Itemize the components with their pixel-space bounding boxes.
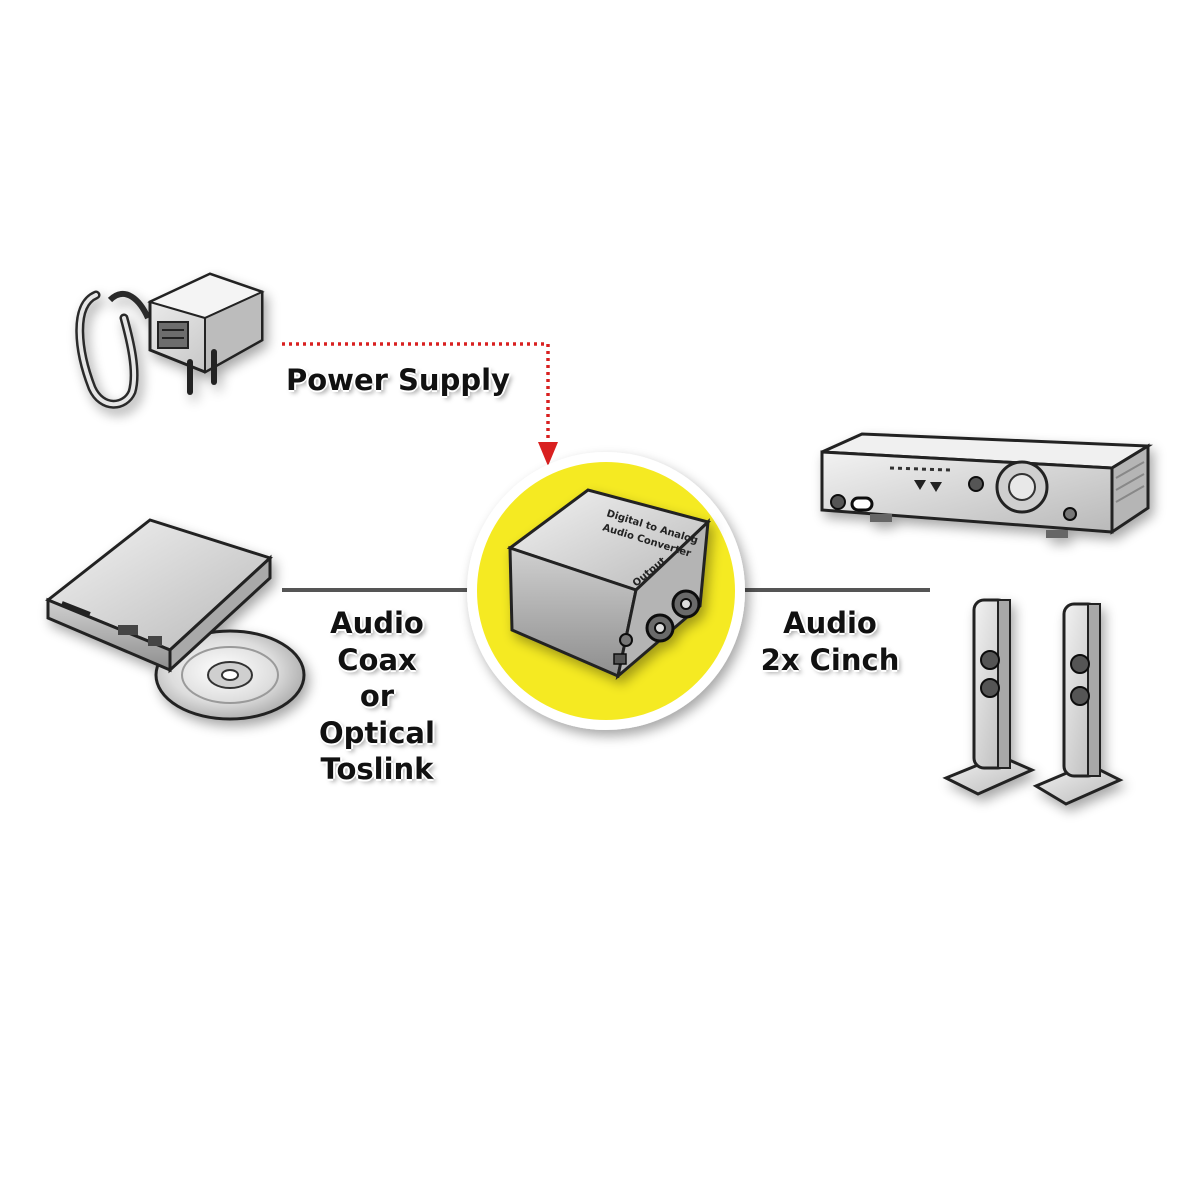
power-connection-line — [282, 342, 550, 448]
power-supply-label: Power Supply — [286, 363, 510, 397]
output-label-line: 2x Cinch — [760, 642, 900, 677]
rca-jack-left — [645, 613, 675, 643]
input-label-line: or — [359, 679, 395, 713]
input-label-line: Audio — [330, 606, 424, 640]
power-arrow-head — [538, 442, 558, 466]
dac-converter-icon: Digital to Analog Audio Converter Output — [506, 488, 711, 680]
input-label-line: Coax — [337, 642, 417, 677]
output-connection-label: Audio 2x Cinch — [740, 605, 920, 678]
input-label-line: Optical — [319, 715, 435, 750]
input-connection-label: Audio Coax or Optical Toslink — [300, 605, 454, 788]
amplifier-icon — [820, 432, 1153, 538]
rca-jack-right — [671, 589, 701, 619]
speaker-right — [1032, 602, 1124, 806]
external-dvd-drive-icon — [45, 518, 306, 721]
power-adapter-icon — [75, 272, 265, 409]
input-label-line: Toslink — [320, 752, 434, 786]
tower-speakers-icon — [942, 598, 1124, 806]
output-label-line: Audio — [783, 606, 877, 640]
speaker-left — [942, 598, 1036, 796]
